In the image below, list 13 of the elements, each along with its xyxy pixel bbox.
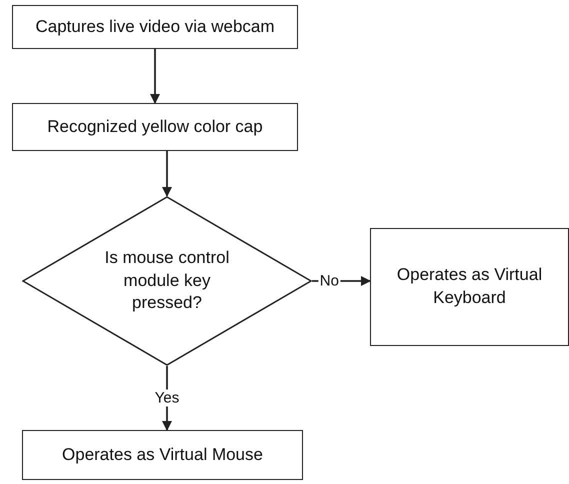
arrow [162, 151, 172, 197]
edge-label: Yes [154, 390, 180, 406]
process-box [12, 103, 298, 151]
process-box [370, 228, 569, 346]
process-box [22, 430, 303, 480]
arrow [150, 49, 160, 104]
process-box [12, 5, 298, 49]
node-text: Operates as Virtual Keyboard [396, 264, 544, 309]
node-text: Recognized yellow color cap [47, 116, 263, 138]
node-text: Captures live video via webcam [35, 16, 275, 38]
decision-diamond [22, 196, 312, 366]
node-text: Is mouse control module key pressed? [104, 246, 230, 314]
node-text: Operates as Virtual Mouse [62, 444, 263, 466]
